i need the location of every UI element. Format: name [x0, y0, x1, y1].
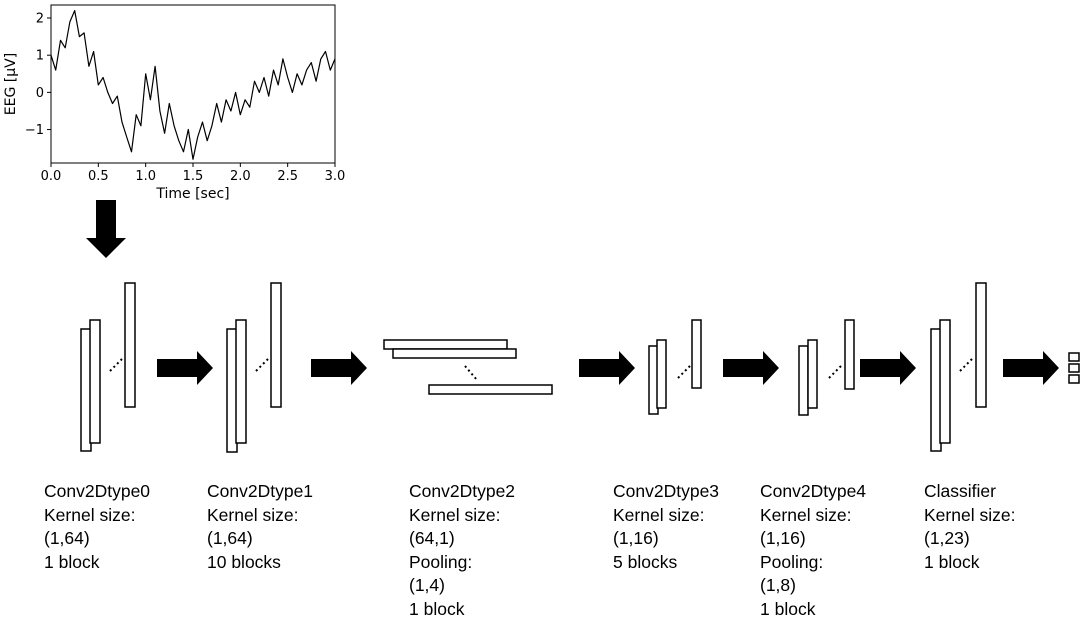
stage-label-conv2dtype1: Conv2Dtype1 Kernel size: (1,64) 10 block… [207, 480, 313, 574]
y-axis-label: EEG [µV] [3, 53, 19, 115]
stage-detail: Kernel size: [409, 504, 515, 528]
feature-map-block [657, 340, 666, 408]
feature-map-block [692, 320, 701, 388]
y-tick-label: 0 [36, 86, 44, 101]
stage-label-conv2dtype2: Conv2Dtype2 Kernel size: (64,1) Pooling:… [409, 480, 515, 621]
stage-conv2dtype4-blocks [799, 320, 854, 415]
x-tick-label: 0.5 [88, 169, 109, 184]
stage-label-conv2dtype4: Conv2Dtype4 Kernel size: (1,16) Pooling:… [760, 480, 866, 621]
ellipsis-dots [678, 366, 690, 378]
stage-detail: Kernel size: [613, 504, 719, 528]
stage-detail: 1 block [924, 551, 1015, 575]
x-tick-label: 2.0 [230, 169, 251, 184]
y-tick-label: 1 [36, 49, 44, 64]
stage-classifier-blocks [931, 283, 986, 451]
down-arrow [86, 200, 126, 258]
stage-name: Conv2Dtype0 [44, 480, 150, 504]
stage-conv2dtype0-blocks [81, 283, 135, 451]
stage-detail: 1 block [44, 551, 150, 575]
stage-detail: Pooling: [760, 551, 866, 575]
x-ticks: 0.0 0.5 1.0 1.5 2.0 2.5 3.0 [41, 163, 346, 184]
stage-detail: 5 blocks [613, 551, 719, 575]
feature-map-block [236, 320, 246, 443]
right-arrow [1003, 351, 1059, 385]
stage-detail: (1,23) [924, 527, 1015, 551]
feature-map-block [125, 283, 135, 407]
feature-map-block [271, 283, 281, 407]
stage-label-classifier: Classifier Kernel size: (1,23) 1 block [924, 480, 1015, 574]
stage-conv2dtype3-blocks [649, 320, 701, 414]
right-arrow [157, 351, 213, 385]
ellipsis-dots [829, 366, 841, 378]
feature-map-block [976, 283, 986, 407]
ellipsis-dots [256, 359, 268, 371]
stage-detail: Kernel size: [207, 504, 313, 528]
y-tick-label: 2 [36, 12, 44, 27]
right-arrow [860, 351, 916, 385]
plot-frame [51, 5, 335, 163]
output-unit [1069, 375, 1079, 383]
eeg-series [51, 11, 335, 160]
stage-conv2dtype1-blocks [227, 283, 281, 452]
feature-map-block [429, 385, 552, 394]
stage-detail: Pooling: [409, 551, 515, 575]
stage-name: Classifier [924, 480, 1015, 504]
eeg-trace [51, 11, 335, 160]
stage-detail: (1,16) [613, 527, 719, 551]
stage-detail: (1,4) [409, 574, 515, 598]
x-tick-label: 1.0 [135, 169, 156, 184]
feature-map-block [799, 346, 808, 415]
x-tick-label: 2.5 [277, 169, 298, 184]
ellipsis-dots [465, 366, 477, 380]
stage-label-conv2dtype0: Conv2Dtype0 Kernel size: (1,64) 1 block [44, 480, 150, 574]
x-tick-label: 1.5 [183, 169, 204, 184]
stage-detail: Kernel size: [44, 504, 150, 528]
stage-name: Conv2Dtype3 [613, 480, 719, 504]
right-arrow [579, 351, 635, 385]
feature-map-block [808, 340, 817, 408]
stage-conv2dtype2-blocks [384, 340, 552, 394]
stage-detail: Kernel size: [760, 504, 866, 528]
feature-map-block [393, 349, 516, 358]
x-tick-label: 3.0 [325, 169, 346, 184]
stage-detail: 1 block [409, 598, 515, 621]
right-arrow [723, 351, 779, 385]
stage-detail: (1,64) [44, 527, 150, 551]
stage-detail: (1,64) [207, 527, 313, 551]
stage-detail: (1,8) [760, 574, 866, 598]
stage-name: Conv2Dtype2 [409, 480, 515, 504]
stage-detail: 1 block [760, 598, 866, 621]
stage-name: Conv2Dtype1 [207, 480, 313, 504]
stage-label-conv2dtype3: Conv2Dtype3 Kernel size: (1,16) 5 blocks [613, 480, 719, 574]
right-arrow [311, 351, 367, 385]
stage-detail: 10 blocks [207, 551, 313, 575]
feature-map-block [384, 340, 507, 349]
stage-detail: (64,1) [409, 527, 515, 551]
x-axis-label: Time [sec] [155, 186, 229, 202]
feature-map-block [845, 320, 854, 389]
ellipsis-dots [110, 359, 122, 371]
output-unit [1069, 364, 1079, 372]
stage-detail: (1,16) [760, 527, 866, 551]
stage-detail: Kernel size: [924, 504, 1015, 528]
eeg-plot: 0.0 0.5 1.0 1.5 2.0 2.5 3.0 2 1 0 −1 Time [sec] E… [3, 5, 345, 202]
stage-name: Conv2Dtype4 [760, 480, 866, 504]
y-ticks: 2 1 0 −1 [25, 12, 51, 139]
output-units [1069, 353, 1079, 383]
feature-map-block [90, 320, 100, 443]
output-unit [1069, 353, 1079, 361]
feature-map-block [940, 320, 950, 443]
ellipsis-dots [960, 359, 972, 371]
x-tick-label: 0.0 [41, 169, 62, 184]
y-tick-label: −1 [25, 123, 44, 138]
